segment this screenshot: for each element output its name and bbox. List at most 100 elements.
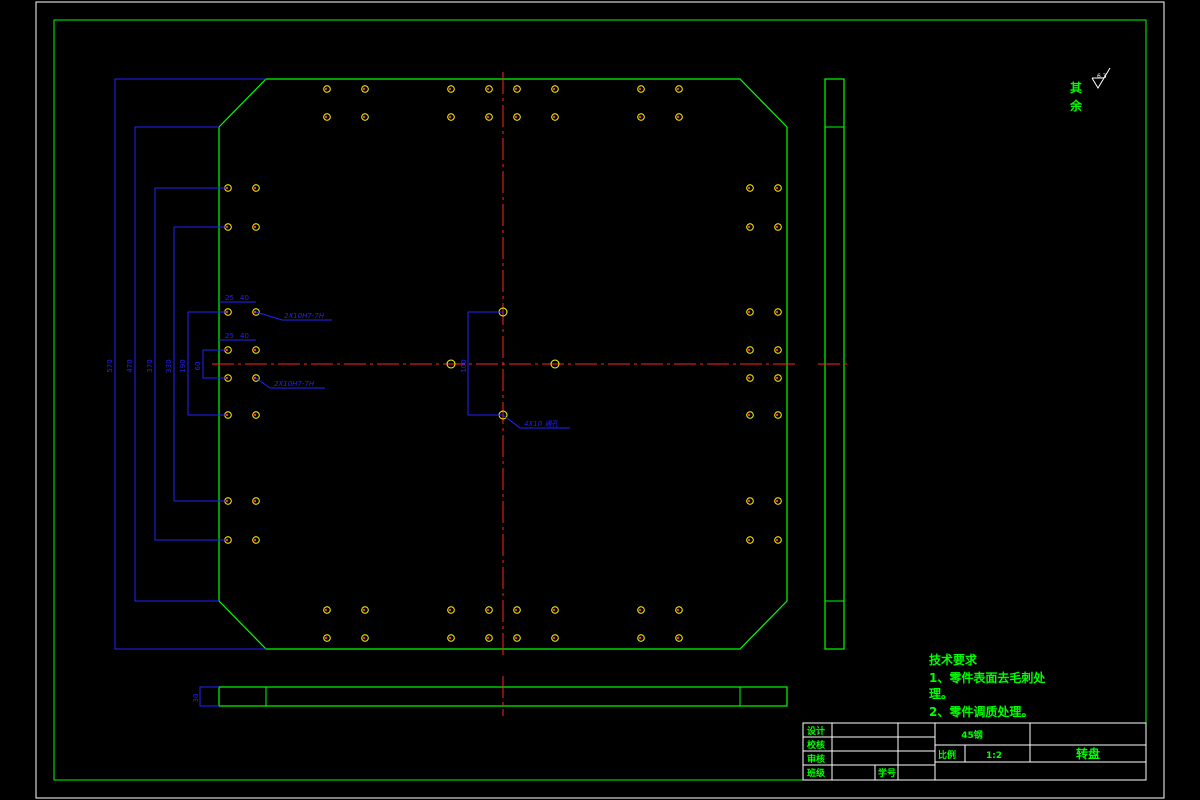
hole-center-mark [747,186,751,190]
mounting-hole [361,606,369,614]
mounting-hole [675,606,683,614]
hole-center-mark [552,87,556,91]
mounting-hole [361,634,369,642]
dim-inner-a: 60 [194,362,202,371]
hole-center-mark [225,225,229,229]
hole-center-mark [747,310,751,314]
mounting-hole [746,497,754,505]
mounting-hole [447,113,455,121]
hole-center-mark [225,186,229,190]
hole-center-mark [324,87,328,91]
mounting-hole [675,634,683,642]
hole-center-mark [448,608,452,612]
mounting-hole [637,85,645,93]
mounting-hole [774,411,782,419]
mounting-hole [551,606,559,614]
mounting-hole [252,308,260,316]
mounting-hole [774,223,782,231]
dim-overall-e: 190 [179,359,187,372]
tech-item2: 2、零件调质处理。 [929,704,1033,719]
hole-center-mark [253,538,257,542]
hole-center-mark [747,225,751,229]
hole-center-mark [253,348,257,352]
mounting-hole [774,497,782,505]
mounting-hole [637,113,645,121]
mounting-hole [746,411,754,419]
hole-center-mark [486,87,490,91]
hole-center-mark [552,115,556,119]
hole-center-mark [775,413,779,417]
mounting-hole [485,85,493,93]
designer-label: 设计 [807,725,825,737]
hole-center-mark [253,225,257,229]
hole-center-mark [448,636,452,640]
hole-center-mark [775,186,779,190]
technical-requirements: 技术要求 1、零件表面去毛刺处 理。 2、零件调质处理。 [929,652,1046,719]
mounting-hole [746,374,754,382]
mounting-hole [675,85,683,93]
hole-center-mark [514,115,518,119]
mounting-hole [513,634,521,642]
mounting-hole [551,113,559,121]
student-id-label: 学号 [878,767,896,779]
hole-center-mark [676,87,680,91]
hole-center-mark [747,376,751,380]
hole-center-mark [225,413,229,417]
mounting-hole [513,606,521,614]
mounting-hole [774,374,782,382]
class-label: 班级 [807,767,826,779]
dim-center-gap: 100 [460,359,468,372]
hole-center-mark [253,376,257,380]
hole-center-mark [324,115,328,119]
roughness-symbol-icon [1091,67,1111,89]
dim-overall-b: 470 [126,359,134,372]
mounting-hole [637,634,645,642]
hole-center-mark [514,608,518,612]
drawing-border [53,19,1147,781]
hole-center-mark [225,499,229,503]
mounting-hole [774,536,782,544]
dim-overall-c: 370 [146,359,154,372]
dim-offset-a: 25 [225,294,234,302]
hole-center-mark [486,115,490,119]
callout-hole-c: 4X10 通孔 [524,420,559,428]
mounting-hole [252,184,260,192]
dim-offset-d: 40 [240,332,249,340]
callout-hole-b: 2X10H7-7H [274,380,315,388]
dimension-texts: 570 470 370 330 190 60 25 40 25 40 100 3… [106,294,559,702]
mounting-hole [252,497,260,505]
hole-center-mark [775,225,779,229]
tech-heading: 技术要求 [929,652,978,667]
mounting-hole [361,113,369,121]
roughness-label-line2: 余 [1069,98,1083,113]
hole-center-mark [324,636,328,640]
hole-center-mark [486,636,490,640]
hole-center-mark [225,538,229,542]
dim-offset-c: 25 [225,332,234,340]
mounting-hole [485,606,493,614]
hole-center-mark [638,115,642,119]
part-name: 转盘 [1076,746,1100,761]
dim-overall-a: 570 [106,359,114,372]
center-through-hole [550,359,560,369]
hole-center-mark [253,413,257,417]
dim-offset-b: 40 [240,294,249,302]
hole-center-mark [253,310,257,314]
mounting-hole [323,85,331,93]
mounting-hole [485,634,493,642]
tech-item1-line2: 理。 [929,687,953,701]
roughness-value: 6.3 [1097,73,1107,80]
mounting-hole [675,113,683,121]
mounting-hole [637,606,645,614]
hole-center-mark [514,636,518,640]
hole-center-mark [486,608,490,612]
hole-center-mark [747,538,751,542]
hole-center-mark [362,87,366,91]
mounting-hole [746,184,754,192]
dim-overall-d: 330 [165,359,173,372]
hole-center-mark [775,348,779,352]
hole-center-mark [638,87,642,91]
mounting-hole [252,411,260,419]
reviewer-label: 审核 [807,753,825,765]
hole-center-mark [747,348,751,352]
